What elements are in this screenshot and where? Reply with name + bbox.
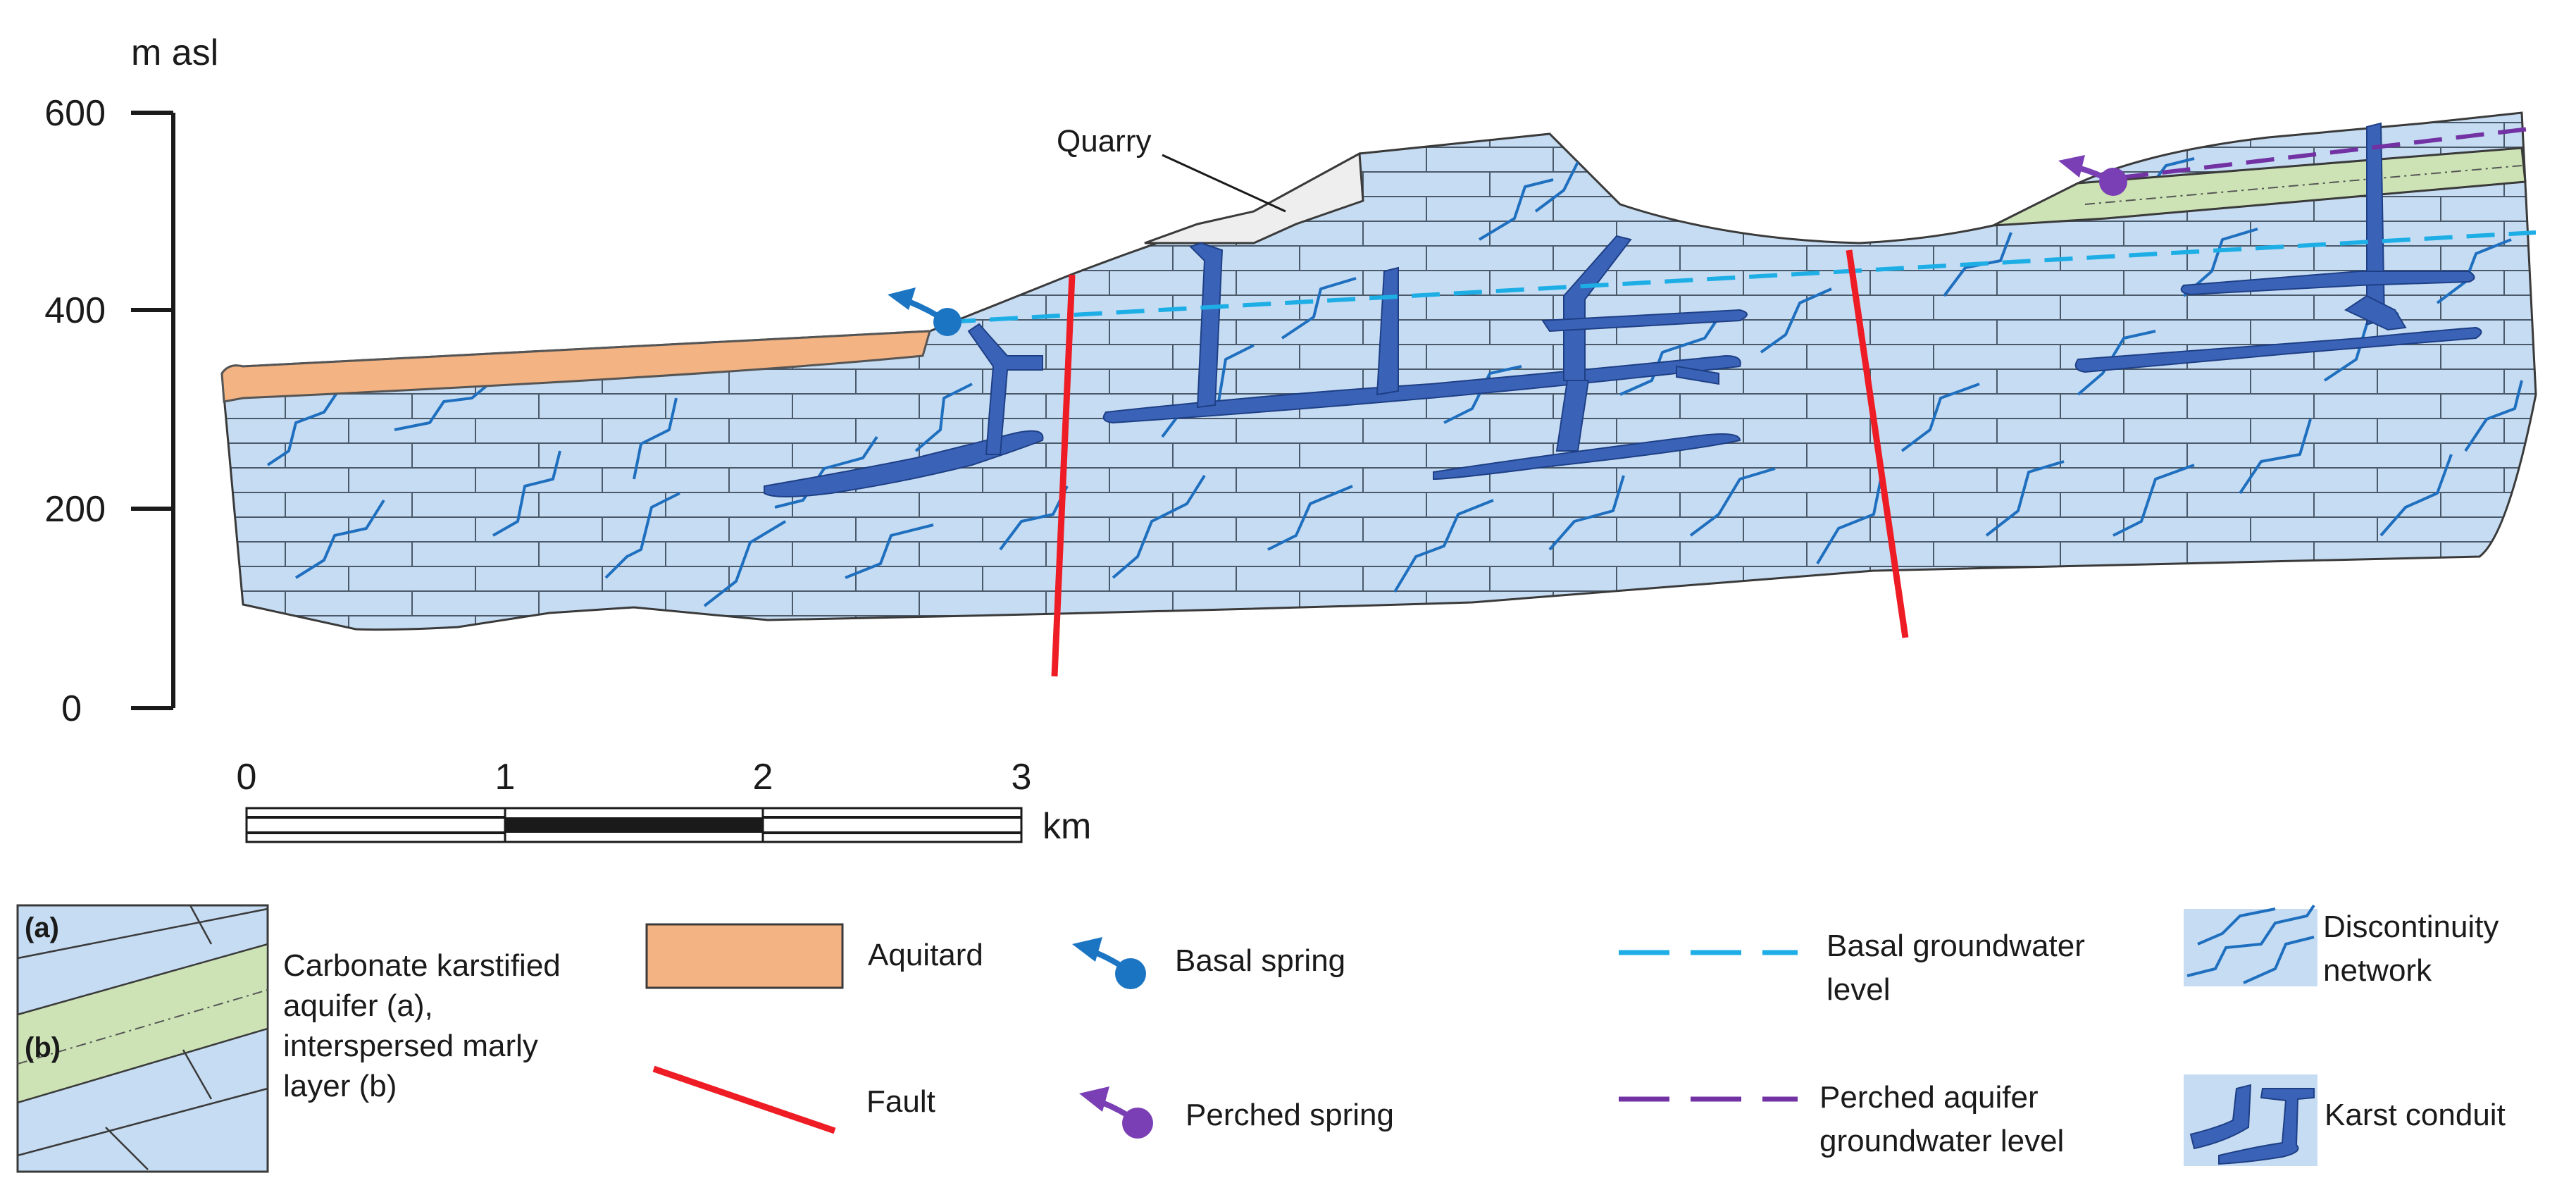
scale-bar: 0 1 2 3 km xyxy=(237,757,1092,847)
y-tick-label-600: 600 xyxy=(44,93,106,134)
scale-tick-0: 0 xyxy=(237,757,257,798)
legend-basal-spring-icon xyxy=(1072,937,1146,989)
legend-aquifer-label: Carbonate karstified aquifer (a), inters… xyxy=(283,948,569,1103)
fault-line xyxy=(1846,249,1909,638)
karst-conduit xyxy=(1376,266,1399,396)
legend-basal-spring-label: Basal spring xyxy=(1175,943,1345,978)
legend-inset-label-a: (a) xyxy=(25,912,59,943)
perched-spring-icon xyxy=(2058,155,2127,196)
karst-conduit xyxy=(2180,271,2475,296)
karst-conduit xyxy=(1676,365,1719,385)
y-tick-label-0: 0 xyxy=(61,688,82,729)
y-tick-label-200: 200 xyxy=(44,489,106,530)
karst-conduit xyxy=(1433,433,1741,481)
karst-conduit xyxy=(764,430,1044,497)
legend-karst-conduit-label: Karst conduit xyxy=(2325,1098,2506,1132)
basal-groundwater-level xyxy=(947,230,2537,324)
quarry-leader-line xyxy=(1162,154,1286,213)
karst-conduit xyxy=(1541,309,1748,333)
legend-fault-label: Fault xyxy=(866,1084,935,1119)
legend-inset-label-b: (b) xyxy=(25,1032,61,1063)
karst-conduit xyxy=(967,323,1043,455)
legend-discontinuity-line: Discontinuity xyxy=(2323,910,2499,944)
legend-discontinuity-label: Discontinuity network xyxy=(2323,910,2508,988)
karst-conduits xyxy=(764,122,2482,497)
legend-perched-spring-label: Perched spring xyxy=(1186,1098,1394,1132)
legend-perched-spring-icon xyxy=(1079,1086,1153,1139)
y-axis: m asl 600 400 200 0 xyxy=(44,32,218,729)
legend-aquifer-line: Carbonate karstified xyxy=(283,948,561,983)
quarry-label: Quarry xyxy=(1057,124,1151,159)
legend-basal-gw-line: level xyxy=(1827,972,1891,1007)
karst-conduit xyxy=(2366,122,2386,326)
legend-discontinuity-swatch xyxy=(2184,904,2317,986)
scale-unit: km xyxy=(1043,806,1091,847)
basal-spring-icon xyxy=(888,287,962,336)
karst-conduit xyxy=(2344,295,2407,331)
legend-aquifer-inset: (a) (b) xyxy=(16,904,269,1173)
legend-aquifer-line: layer (b) xyxy=(283,1069,397,1103)
legend-basal-gw-label: Basal groundwater level xyxy=(1827,929,2093,1007)
legend-aquitard-label: Aquitard xyxy=(868,938,983,972)
marly-layer xyxy=(1993,147,2527,227)
legend-discontinuity-line: network xyxy=(2323,953,2432,988)
legend: (a) (b) Carbonate karstified aquifer (a)… xyxy=(16,904,2508,1173)
legend-basal-gw-line: Basal groundwater xyxy=(1827,929,2085,963)
legend-aquitard-swatch xyxy=(645,923,844,989)
marly-layer-dashdot xyxy=(2084,165,2522,205)
legend-aquifer-line: interspersed marly xyxy=(283,1029,538,1063)
scale-tick-3: 3 xyxy=(1012,757,1032,798)
scale-tick-2: 2 xyxy=(753,757,773,798)
scale-tick-1: 1 xyxy=(495,757,516,798)
legend-aquifer-line: aquifer (a), xyxy=(283,988,433,1023)
karst-conduit xyxy=(1189,242,1224,409)
fault-line xyxy=(1051,274,1076,677)
perched-groundwater-level xyxy=(2120,127,2530,180)
quarry-excavation xyxy=(1144,151,1364,244)
karst-conduit xyxy=(2074,326,2482,373)
legend-fault-swatch xyxy=(652,1065,836,1134)
cross-section-body: Quarry xyxy=(220,111,2537,677)
legend-karst-conduit-swatch xyxy=(2184,1074,2317,1166)
legend-perched-gw-line: Perched aquifer xyxy=(1819,1080,2039,1115)
legend-perched-gw-line: groundwater level xyxy=(1819,1124,2064,1158)
y-tick-label-400: 400 xyxy=(44,290,106,331)
aquitard-layer xyxy=(220,330,932,403)
legend-perched-gw-label: Perched aquifer groundwater level xyxy=(1819,1080,2064,1158)
y-axis-unit-label: m asl xyxy=(131,32,218,73)
